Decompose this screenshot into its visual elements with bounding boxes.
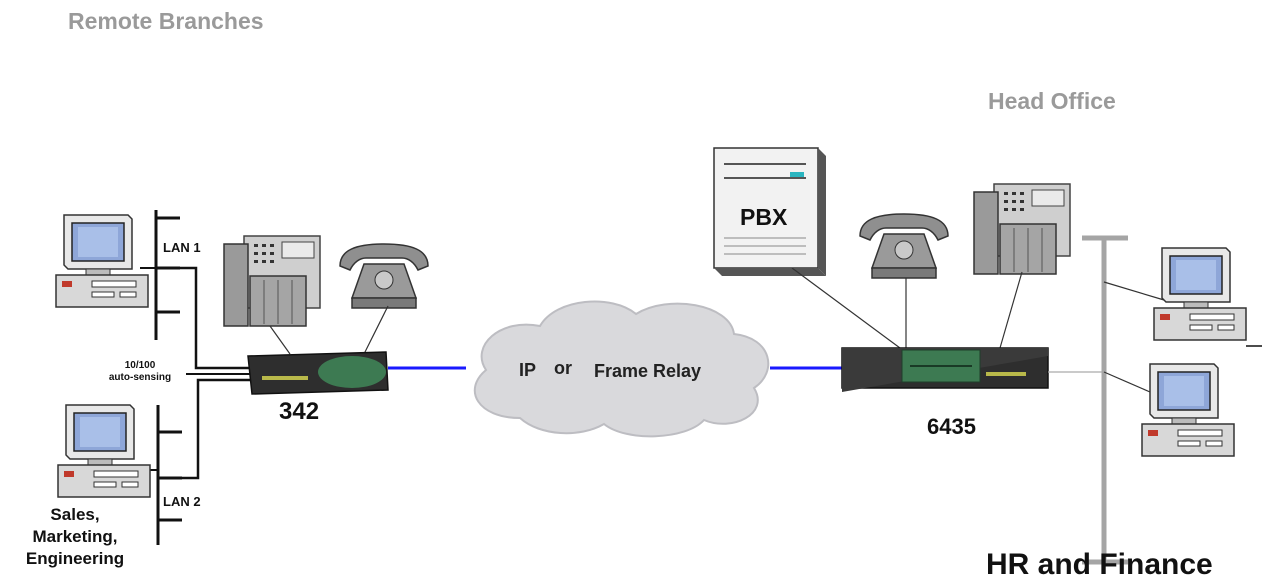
- pc-icon: [1153, 247, 1247, 341]
- pc-icon: [57, 404, 151, 498]
- pbx-icon: [713, 147, 826, 276]
- keyset-phone-icon: [973, 183, 1071, 275]
- head-office-title: Head Office: [988, 88, 1116, 114]
- cloud-frame-relay-label: Frame Relay: [594, 361, 702, 381]
- speed-label-line1: 10/100: [124, 360, 156, 371]
- pc-icon: [1141, 363, 1235, 457]
- pc-icon: [55, 214, 149, 308]
- dept-left-line: Sales,: [50, 505, 100, 524]
- router-icon: [247, 351, 389, 395]
- cloud-or-label: or: [554, 358, 572, 378]
- router-342-label: 342: [279, 398, 320, 425]
- dept-right-label: HR and Finance: [986, 548, 1213, 581]
- router-icon: [841, 347, 1049, 392]
- lan1-label: LAN 1: [163, 240, 201, 255]
- speed-label-line2: auto-sensing: [108, 372, 172, 383]
- dept-left-line: Engineering: [25, 549, 125, 568]
- dept-left-label: Sales, Marketing, Engineering: [0, 504, 150, 570]
- remote-branches-title: Remote Branches: [68, 8, 264, 34]
- lan2-label: LAN 2: [163, 494, 201, 509]
- dept-left-line: Marketing,: [32, 527, 118, 546]
- speed-label: 10/100 auto-sensing: [88, 360, 192, 384]
- pbx-label: PBX: [740, 204, 788, 230]
- phone-icon: [859, 213, 949, 279]
- cloud-ip-label: IP: [519, 360, 537, 380]
- router-6435-label: 6435: [927, 414, 976, 439]
- phone-icon: [339, 243, 429, 309]
- keyset-phone-icon: [223, 235, 321, 327]
- cloud-icon: [474, 300, 770, 438]
